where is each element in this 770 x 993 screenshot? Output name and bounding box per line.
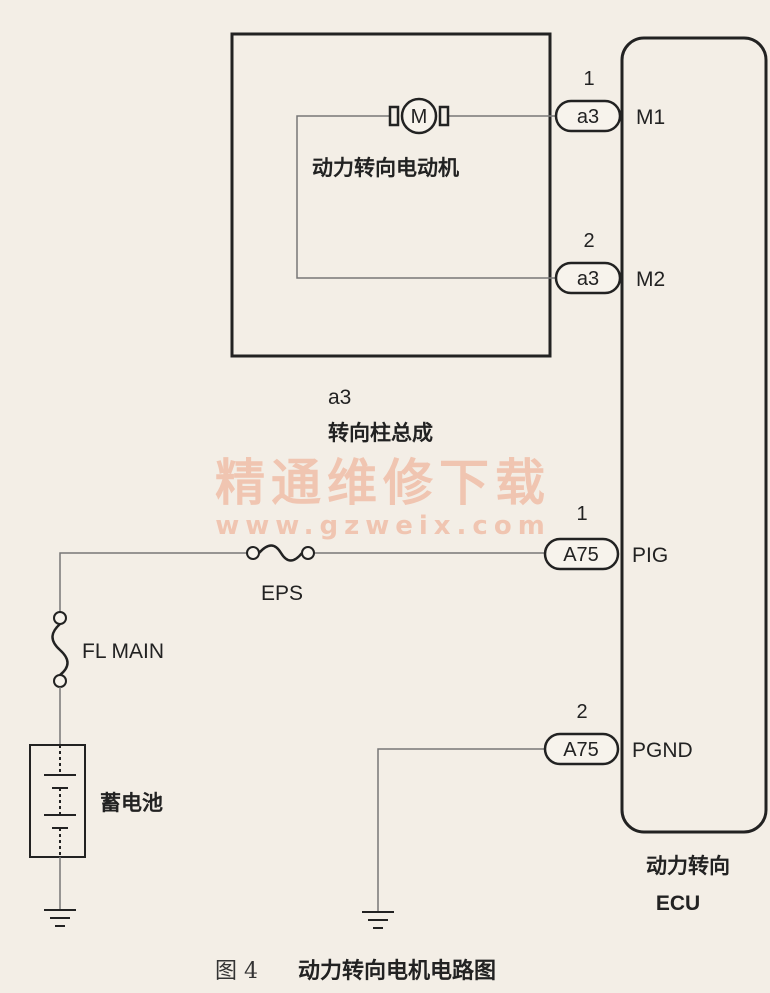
connector-a3-pin2-number: 2 [583, 230, 594, 252]
terminal-pig: PIG [632, 544, 668, 567]
motor-label: 动力转向电动机 [312, 156, 459, 180]
connector-a75-pin2-number: 2 [576, 701, 587, 723]
connector-a3-pin2 [554, 261, 622, 295]
connector-a3-pin1-number: 1 [583, 68, 594, 90]
ecu-label-line1: 动力转向 [646, 854, 730, 878]
motor-symbol: M [411, 106, 428, 128]
figure-title: 动力转向电机电路图 [298, 958, 496, 984]
connector-a75-pin1-code: A75 [563, 544, 599, 566]
battery-cells [44, 745, 76, 857]
terminal-m2: M2 [636, 268, 665, 291]
connector-a3-pin1 [554, 99, 622, 133]
eps-fuse-icon [246, 544, 315, 562]
battery-label: 蓄电池 [100, 791, 163, 815]
figure-number: 图 4 [215, 959, 258, 984]
pgnd-wire [377, 748, 545, 912]
eps-wire-left [59, 552, 247, 612]
fl-main-fuse-icon [51, 611, 69, 688]
connector-a75-pin2-code: A75 [563, 739, 599, 761]
eps-fuse-label: EPS [261, 582, 303, 605]
connector-a3-pin1-code: a3 [577, 106, 599, 128]
motor-wire-return [296, 115, 556, 279]
connector-a75-pin2 [543, 732, 620, 766]
connector-a3-pin2-code: a3 [577, 268, 599, 290]
column-assembly-code: a3 [328, 386, 351, 409]
connector-a75-pin1-number: 1 [576, 503, 587, 525]
ground-icon-right [362, 911, 394, 929]
steering-column-assembly-box [230, 32, 552, 358]
watermark-cn: 精通维修下载 [215, 454, 551, 512]
ground-icon-left [44, 909, 76, 927]
motor-icon [388, 97, 450, 135]
watermark-url: www.gzweix.com [215, 511, 551, 541]
ecu-label-line2: ECU [656, 892, 700, 915]
terminal-pgnd: PGND [632, 739, 693, 762]
connector-a75-pin1 [543, 537, 620, 571]
column-assembly-label: 转向柱总成 [328, 421, 433, 445]
power-steering-ecu-box [620, 36, 768, 834]
terminal-m1: M1 [636, 106, 665, 129]
battery-icon [29, 744, 86, 858]
fl-main-fuse-label: FL MAIN [82, 640, 164, 663]
